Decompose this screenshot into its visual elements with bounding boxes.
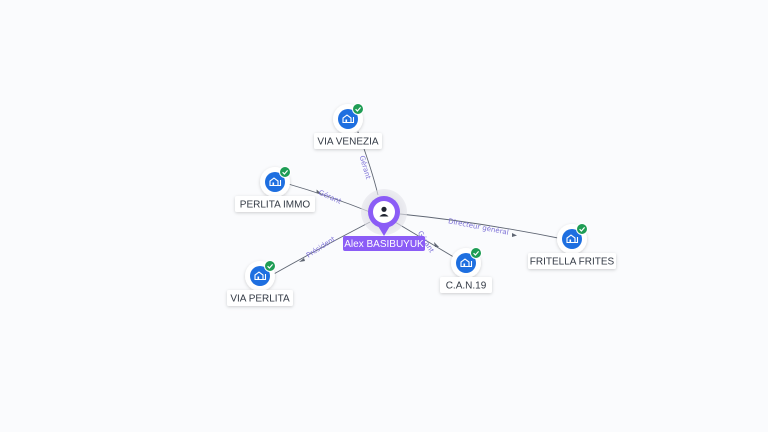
edge-arrow <box>316 189 322 195</box>
company-building-icon <box>566 234 579 244</box>
verified-badge-icon <box>264 260 276 272</box>
company-building-icon <box>269 177 282 187</box>
verified-badge-icon <box>279 166 291 178</box>
company-label-bg <box>314 133 382 149</box>
company-label-via-venezia: VIA VENEZIA <box>317 137 378 148</box>
company-label-bg <box>227 290 293 306</box>
company-node-fritella-frites[interactable]: FRITELLA FRITES <box>528 223 616 270</box>
company-label-via-perlita: VIA PERLITA <box>230 294 290 305</box>
edge-arrow <box>434 242 439 247</box>
person-label: Alex BASIBUYUK <box>344 239 424 250</box>
edge-arrow <box>299 258 305 262</box>
person-node-pointer <box>378 226 390 236</box>
edge-label-fritella-frites: Directeur général <box>447 217 509 237</box>
company-node-perlita-immo[interactable]: PERLITA IMMO <box>235 166 315 213</box>
company-node-via-venezia[interactable]: VIA VENEZIA <box>314 103 382 150</box>
company-label-bg <box>440 277 492 293</box>
company-node-can19[interactable]: C.A.N.19 <box>440 247 492 294</box>
company-label-fritella-frites: FRITELLA FRITES <box>530 257 615 268</box>
company-label-perlita-immo: PERLITA IMMO <box>240 200 311 211</box>
company-label-bg <box>528 253 616 269</box>
company-node-via-perlita[interactable]: VIA PERLITA <box>227 260 293 307</box>
edge-label-perlita-immo: Gérant <box>317 189 342 206</box>
verified-badge-icon <box>576 223 588 235</box>
edges: Gérant Gérant Président Gérant Directeur… <box>271 131 569 276</box>
company-building-icon <box>342 114 355 124</box>
company-label-can19: C.A.N.19 <box>446 281 487 292</box>
company-building-icon <box>254 271 267 281</box>
verified-badge-icon <box>352 103 364 115</box>
company-nodes: VIA VENEZIA PERLITA IMMO <box>227 103 616 307</box>
company-label-bg <box>235 196 315 212</box>
company-building-icon <box>460 258 473 268</box>
verified-badge-icon <box>470 247 482 259</box>
person-label-bg <box>343 236 425 251</box>
person-node[interactable]: Alex BASIBUYUK <box>343 189 425 251</box>
person-icon <box>379 206 389 217</box>
edge-label-via-perlita: Président <box>305 235 337 260</box>
edge-label-via-venezia: Gérant <box>358 155 372 181</box>
edge-arrow <box>512 233 517 237</box>
